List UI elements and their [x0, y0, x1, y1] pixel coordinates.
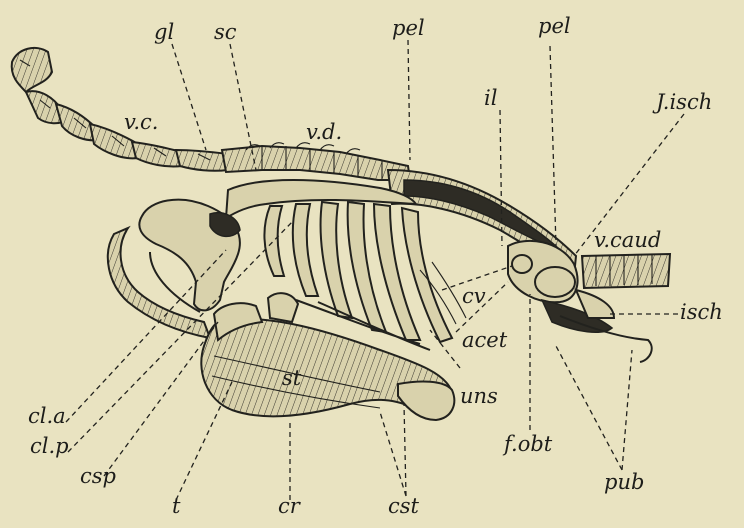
label-v-c: v.c.	[124, 112, 158, 133]
label-cv: cv	[462, 286, 486, 307]
cervical-vertebrae	[12, 48, 228, 171]
label-pub: pub	[604, 472, 644, 493]
label-v-d: v.d.	[306, 122, 342, 143]
label-isch: isch	[680, 302, 723, 323]
label-st: st	[282, 368, 301, 389]
label-acet: acet	[462, 330, 507, 351]
label-f-obt: f.obt	[504, 434, 552, 455]
label-il: il	[484, 88, 497, 109]
label-csp: csp	[80, 466, 116, 487]
label-uns: uns	[460, 386, 498, 407]
label-pel-dorsal: pel	[392, 18, 425, 39]
label-j-isch: J.isch	[656, 92, 712, 113]
label-v-caud: v.caud	[594, 230, 661, 251]
label-pel-posterior: pel	[538, 16, 571, 37]
dorsal-vertebrae	[222, 143, 410, 180]
label-gl: gl	[154, 22, 174, 43]
label-cl-a: cl.a	[28, 406, 66, 427]
label-cst: cst	[388, 496, 419, 517]
label-t: t	[172, 496, 180, 517]
label-cl-p: cl.p	[30, 436, 69, 457]
label-cr: cr	[278, 496, 300, 517]
caudal-vertebrae	[582, 254, 670, 288]
label-sc: sc	[214, 22, 237, 43]
